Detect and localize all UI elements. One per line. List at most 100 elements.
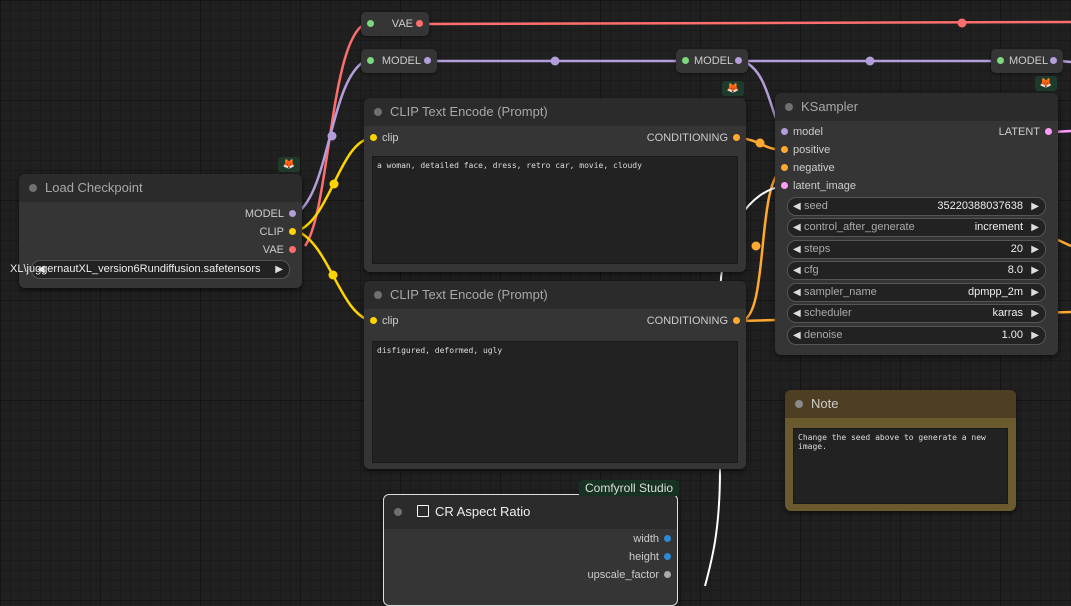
collapse-dot-icon[interactable] [394,508,402,516]
output-vae[interactable]: VAE [263,242,302,258]
denoise-widget[interactable]: ◀ denoise 1.00 ▶ [787,326,1046,345]
right-arrow-icon[interactable]: ▶ [1031,287,1039,298]
output-conditioning[interactable]: CONDITIONING [647,313,746,329]
slot-label: CLIP [259,226,284,238]
collapse-dot-icon[interactable] [374,291,382,299]
input-negative[interactable]: negative [775,160,835,176]
left-arrow-icon[interactable]: ◀ [793,222,801,233]
left-arrow-icon[interactable]: ◀ [793,330,801,341]
left-arrow-icon[interactable]: ◀ [793,287,801,298]
sampler-name-widget[interactable]: ◀ sampler_name dpmpp_2m ▶ [787,283,1046,302]
slot-label: CONDITIONING [646,132,728,144]
slot-label: MODEL [244,208,284,220]
reroute-input-dot[interactable] [997,57,1004,64]
right-arrow-icon[interactable]: ▶ [1031,201,1039,212]
right-arrow-icon[interactable]: ▶ [1031,308,1039,319]
right-arrow-icon[interactable]: ▶ [1031,265,1039,276]
reroute-output-dot[interactable] [1050,57,1057,64]
reroute-model-3[interactable]: MODEL [991,49,1063,73]
input-positive[interactable]: positive [775,142,830,158]
steps-widget[interactable]: ◀ steps 20 ▶ [787,240,1046,259]
output-clip[interactable]: CLIP [260,224,302,240]
slot-dot[interactable] [289,210,296,217]
slot-dot[interactable] [781,146,788,153]
collapse-dot-icon[interactable] [785,103,793,111]
node-title-bar[interactable]: CR Aspect Ratio [384,495,677,529]
slot-dot[interactable] [664,535,671,542]
output-latent[interactable]: LATENT [999,124,1058,140]
slot-dot[interactable] [1045,128,1052,135]
output-height[interactable]: height [629,549,677,565]
node-title-bar[interactable]: KSampler [775,93,1058,121]
checkbox-icon[interactable] [417,505,429,517]
collapse-dot-icon[interactable] [29,184,37,192]
slot-dot[interactable] [664,553,671,560]
node-title-bar[interactable]: CLIP Text Encode (Prompt) [364,98,746,126]
cfg-widget[interactable]: ◀ cfg 8.0 ▶ [787,261,1046,280]
clip-text-encode-negative-node[interactable]: CLIP Text Encode (Prompt) clip CONDITION… [364,281,746,469]
reroute-output-dot[interactable] [424,57,431,64]
node-title-bar[interactable]: Load Checkpoint [19,174,302,202]
prompt-textarea[interactable]: a woman, detailed face, dress, retro car… [372,156,738,264]
right-arrow-icon[interactable]: ▶ [275,264,283,275]
widget-value: 8.0 [1007,264,1023,276]
node-title-bar[interactable]: Note [785,390,1016,418]
right-arrow-icon[interactable]: ▶ [1031,330,1039,341]
left-arrow-icon[interactable]: ◀ [793,244,801,255]
note-textarea[interactable]: Change the seed above to generate a new … [793,428,1008,504]
slot-dot[interactable] [289,228,296,235]
cr-aspect-ratio-node[interactable]: CR Aspect Ratio width height upscale_fac… [383,494,678,606]
widget-label: cfg [804,264,819,276]
widget-label: seed [804,200,828,212]
left-arrow-icon[interactable]: ◀ [37,264,45,275]
input-clip[interactable]: clip [364,130,399,146]
control-after-generate-widget[interactable]: ◀ control_after_generate increment ▶ [787,218,1046,237]
output-model[interactable]: MODEL [245,206,302,222]
slot-label: height [629,551,659,563]
slot-dot[interactable] [370,317,377,324]
slot-dot[interactable] [289,246,296,253]
slot-dot[interactable] [733,317,740,324]
prompt-textarea[interactable]: disfigured, deformed, ugly [372,341,738,463]
output-conditioning[interactable]: CONDITIONING [647,130,746,146]
slot-dot[interactable] [781,164,788,171]
reroute-output-dot[interactable] [416,20,423,27]
scheduler-widget[interactable]: ◀ scheduler karras ▶ [787,304,1046,323]
reroute-input-dot[interactable] [367,57,374,64]
collapse-dot-icon[interactable] [374,108,382,116]
slot-label: clip [382,315,399,327]
comfyroll-studio-badge: Comfyroll Studio [579,480,680,496]
slot-dot[interactable] [370,134,377,141]
right-arrow-icon[interactable]: ▶ [1031,222,1039,233]
seed-widget[interactable]: ◀ seed 35220388037638 ▶ [787,197,1046,216]
reroute-vae[interactable]: VAE [361,12,429,36]
node-title: Note [811,396,839,411]
slot-dot[interactable] [664,571,671,578]
right-arrow-icon[interactable]: ▶ [1031,244,1039,255]
left-arrow-icon[interactable]: ◀ [793,201,801,212]
ckpt-name-combo[interactable]: ◀ XL\juggernautXL_version6Rundiffusion.s… [10,260,290,279]
node-title: Load Checkpoint [45,180,143,195]
reroute-input-dot[interactable] [367,20,374,27]
input-latent-image[interactable]: latent_image [775,178,856,194]
reroute-model-2[interactable]: MODEL [676,49,748,73]
input-model[interactable]: model [775,124,823,140]
left-arrow-icon[interactable]: ◀ [793,308,801,319]
reroute-model-1[interactable]: MODEL [361,49,437,73]
input-clip[interactable]: clip [364,313,399,329]
node-title-bar[interactable]: CLIP Text Encode (Prompt) [364,281,746,309]
ksampler-node[interactable]: KSampler model positive negative latent_… [775,93,1058,355]
reroute-output-dot[interactable] [735,57,742,64]
widget-value: 20 [1010,243,1023,255]
output-width[interactable]: width [633,531,677,547]
reroute-input-dot[interactable] [682,57,689,64]
slot-dot[interactable] [781,128,788,135]
load-checkpoint-node[interactable]: Load Checkpoint MODEL CLIP VAE ◀ XL\jugg… [10,174,302,288]
note-node[interactable]: Note Change the seed above to generate a… [785,390,1016,511]
collapse-dot-icon[interactable] [795,400,803,408]
slot-dot[interactable] [781,182,788,189]
left-arrow-icon[interactable]: ◀ [793,265,801,276]
output-upscale-factor[interactable]: upscale_factor [587,567,677,583]
clip-text-encode-positive-node[interactable]: CLIP Text Encode (Prompt) clip CONDITION… [364,98,746,272]
slot-dot[interactable] [733,134,740,141]
